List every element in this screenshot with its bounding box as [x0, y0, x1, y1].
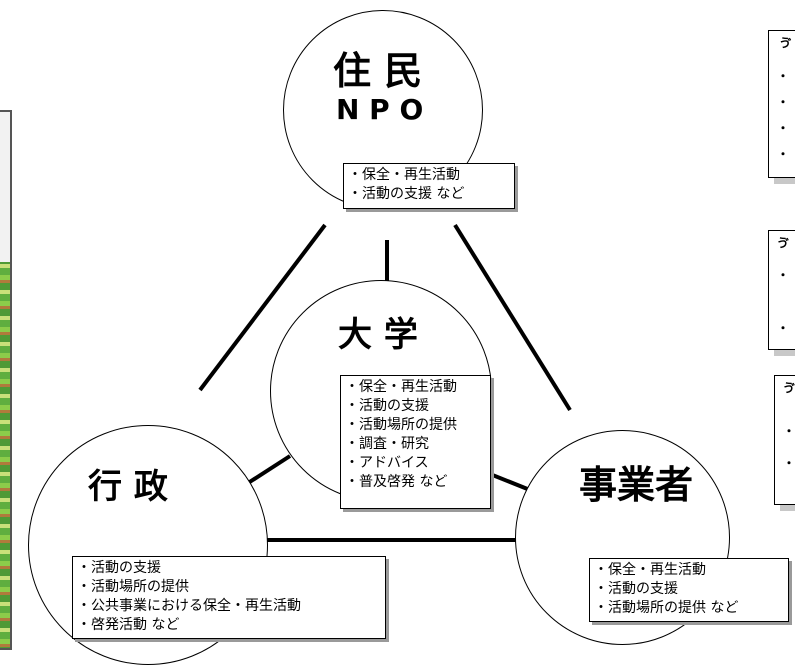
residents-activities-box: ・保全・再生活動 ・活動の支援 など — [343, 163, 515, 209]
business-activities-box: ・保全・再生活動 ・活動の支援 ・活動場所の提供 など — [589, 558, 789, 622]
university-activities-box: ・保全・再生活動 ・活動の支援 ・活動場所の提供 ・調査・研究 ・アドバイス ・… — [340, 375, 491, 509]
side-panel-mark: ・ — [783, 456, 795, 470]
side-panel-mark: ・ — [783, 424, 795, 438]
map-photo-strip — [0, 110, 12, 650]
business-item: ・保全・再生活動 — [594, 562, 706, 578]
university-item: ・保全・再生活動 — [345, 379, 457, 395]
side-panel-mark: ・ — [777, 147, 790, 161]
side-panel-mark: ・ — [777, 95, 790, 109]
side-panel-mark: ゔ — [777, 236, 790, 250]
university-item: ・調査・研究 — [345, 436, 429, 452]
side-panel-2: ゔ ・ ・ — [768, 230, 795, 350]
npo-title: N P O — [336, 93, 424, 126]
government-item: ・活動の支援 — [77, 560, 161, 576]
side-panel-mark: ・ — [777, 321, 790, 335]
line-university-government — [243, 454, 292, 487]
side-panel-mark: ・ — [777, 268, 790, 282]
side-panel-3: ゔ ・ ・ — [774, 375, 795, 505]
university-title: 大 学 — [338, 315, 418, 355]
residents-title: 住 民 — [333, 49, 423, 93]
university-item: ・活動の支援 — [345, 398, 429, 414]
side-panel-1: ゔ ・ ・ ・ ・ — [768, 30, 795, 178]
line-residents-government — [198, 223, 327, 392]
side-panel-mark: ・ — [777, 69, 790, 83]
government-item: ・活動場所の提供 — [77, 579, 189, 595]
government-item: ・公共事業における保全・再生活動 — [77, 598, 301, 614]
business-item: ・活動の支援 — [594, 581, 678, 597]
university-item: ・活動場所の提供 — [345, 417, 457, 433]
side-panel-mark: ゔ — [783, 381, 795, 395]
university-item: ・アドバイス — [345, 455, 429, 471]
business-title: 事業者 — [579, 463, 694, 507]
business-item: ・活動場所の提供 など — [594, 600, 739, 616]
residents-item: ・保全・再生活動 — [348, 167, 460, 183]
line-residents-business — [453, 223, 572, 412]
side-panel-mark: ・ — [777, 121, 790, 135]
side-panel-mark: ゔ — [777, 36, 792, 50]
government-item: ・啓発活動 など — [77, 617, 180, 633]
residents-item: ・活動の支援 など — [348, 186, 465, 202]
university-item: ・普及啓発 など — [345, 474, 448, 490]
government-activities-box: ・活動の支援 ・活動場所の提供 ・公共事業における保全・再生活動 ・啓発活動 な… — [72, 556, 386, 639]
government-title: 行 政 — [88, 467, 168, 507]
